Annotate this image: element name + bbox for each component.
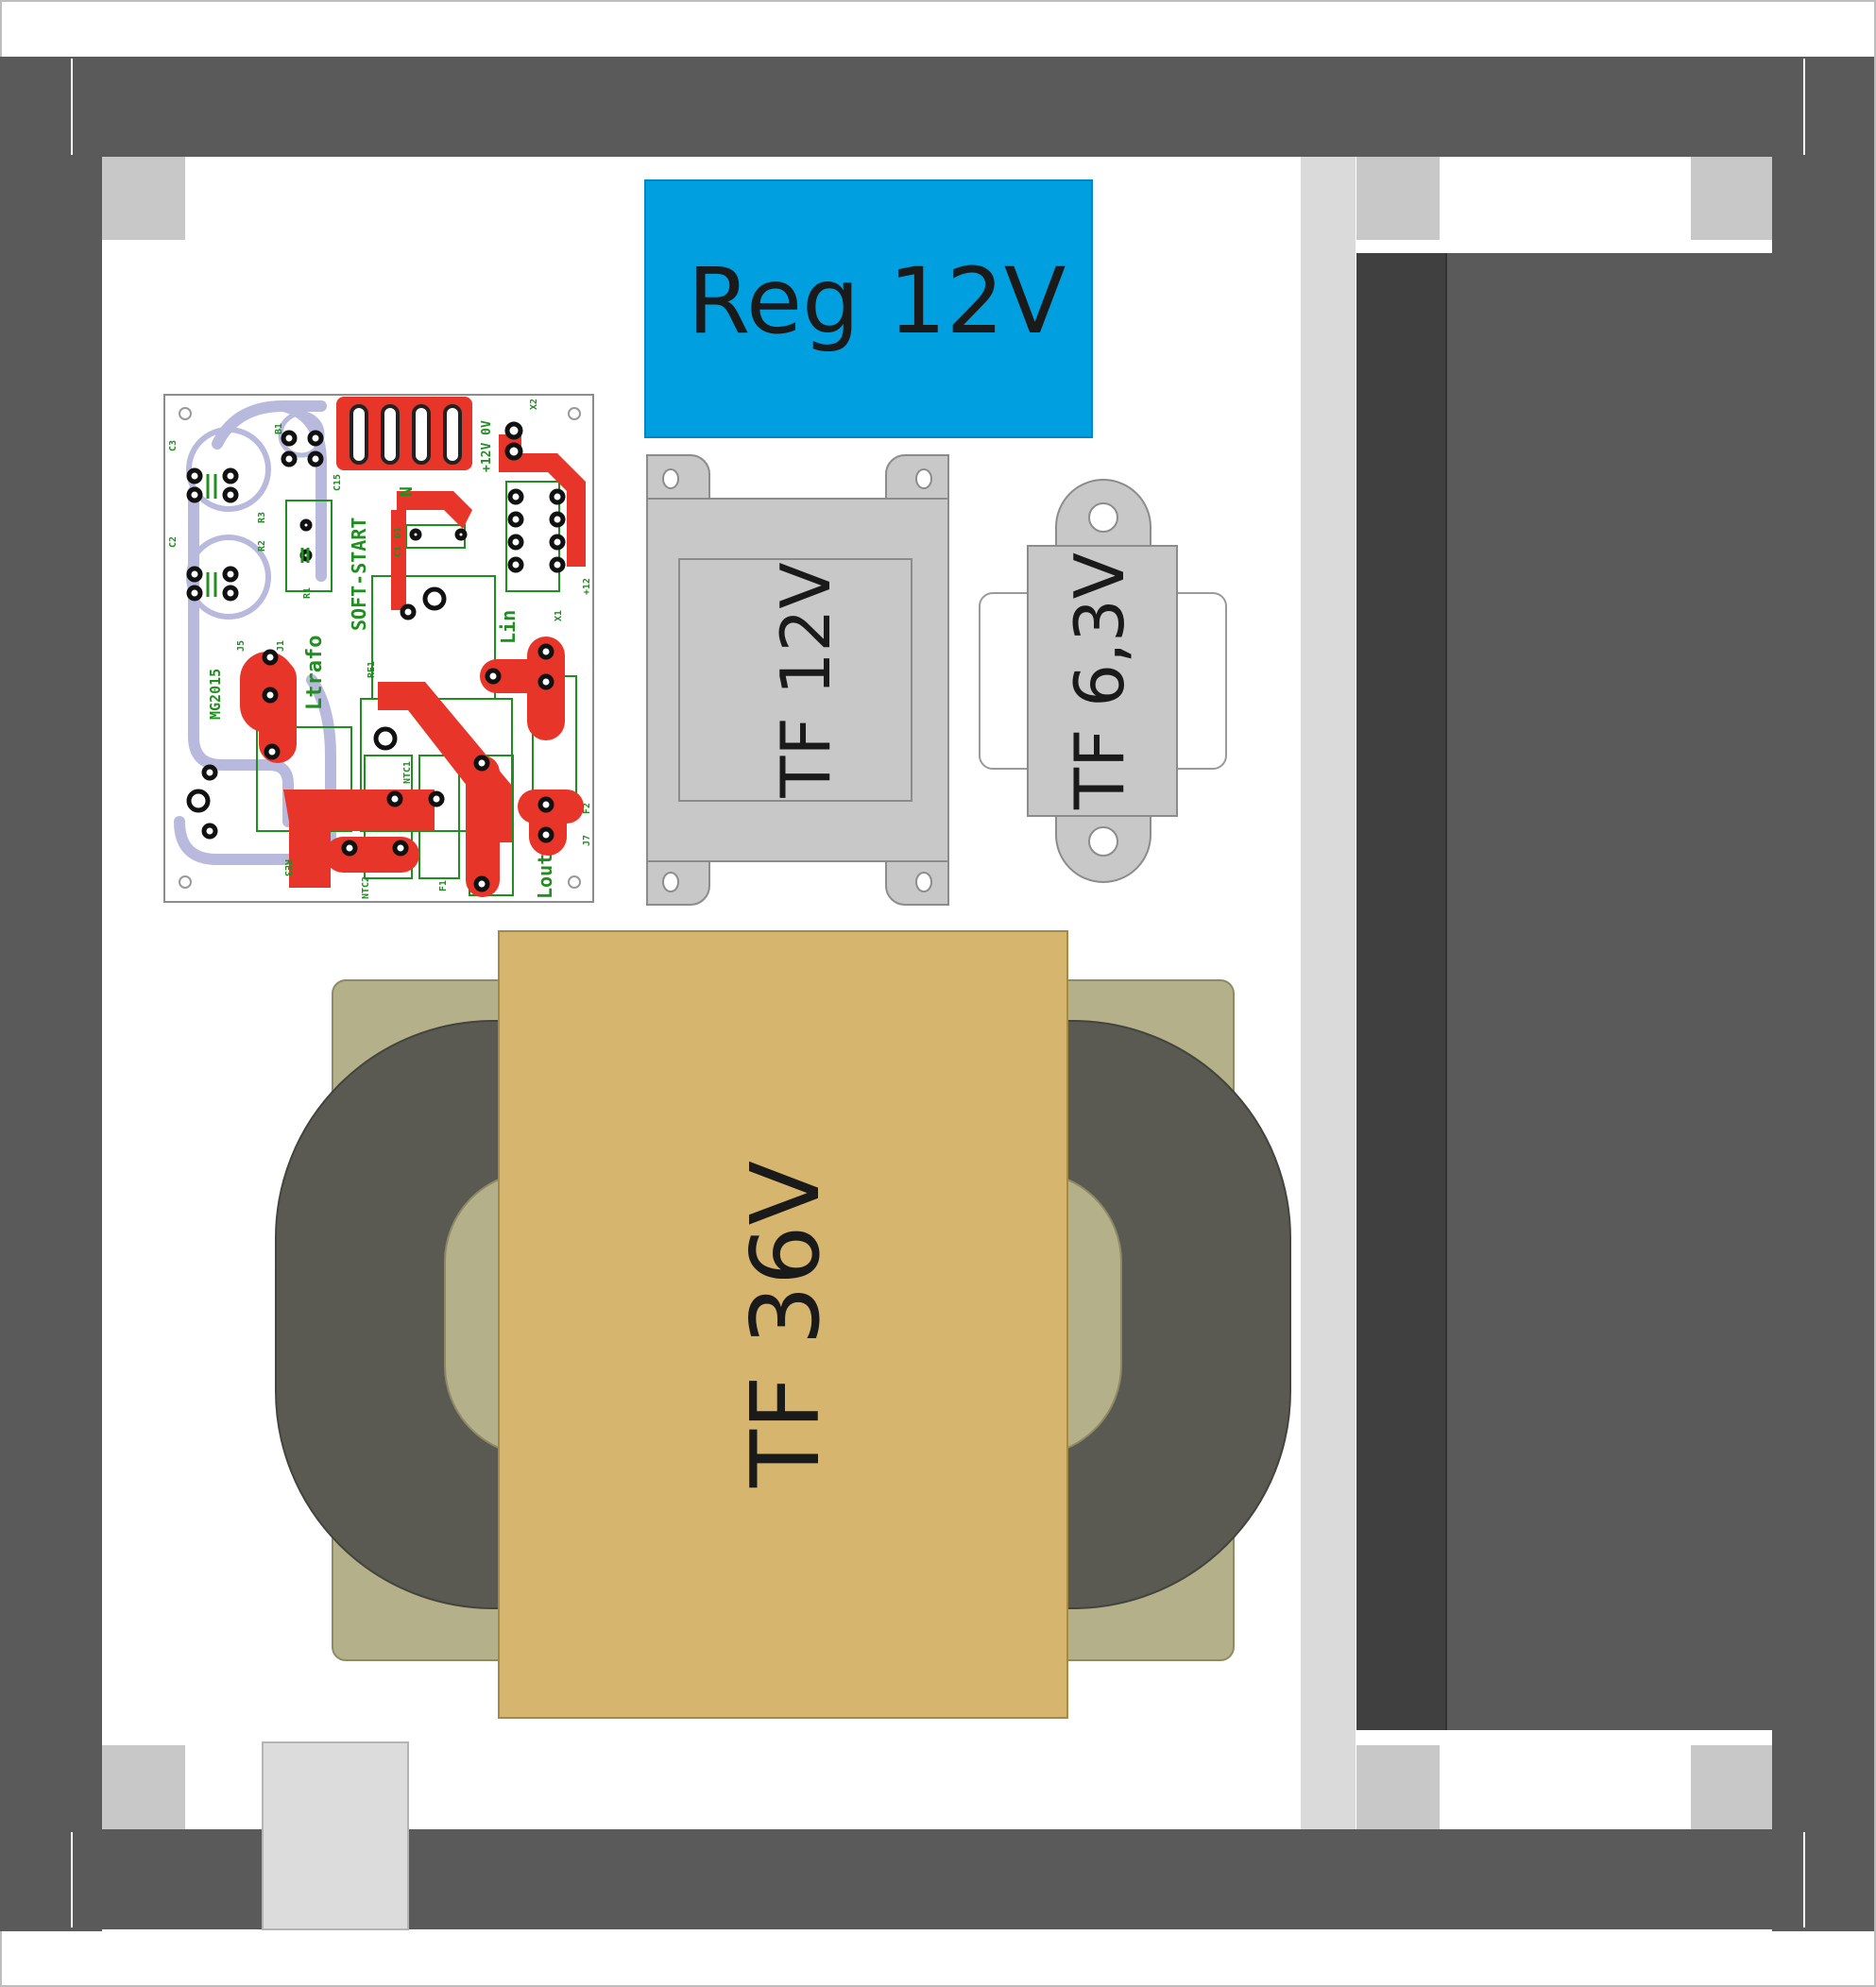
pcb-title: SOFT-START <box>348 518 370 631</box>
corner-post-bottom-left <box>102 1745 185 1829</box>
soft-start-pcb: SOFT-START Ltrafo MG2015 Lin Lout N +12V… <box>163 394 594 903</box>
tf63-body <box>1027 545 1178 817</box>
pcb-re1-label: RE1 <box>367 661 377 678</box>
transformer-12v: TF 12V <box>646 454 949 906</box>
power-inlet-block <box>262 1741 409 1930</box>
tf12-label: TF 12V <box>766 562 845 798</box>
pcb-r2-label: R2 <box>257 540 267 552</box>
tf36-top-plate <box>498 930 1068 1719</box>
chassis-right-wall <box>1772 57 1874 1931</box>
pcb-r3-label: R3 <box>257 512 267 523</box>
corner-posts <box>102 157 1772 1829</box>
heatsink-base <box>1356 253 1446 1730</box>
tf12-winding-window <box>678 558 912 802</box>
tf63-label: TF 6,3V <box>1060 552 1139 810</box>
pcb-f2-label: F2 <box>582 803 592 814</box>
transformer-36v: TF 36V <box>275 930 1291 1719</box>
regulator-module: Reg 12V <box>644 179 1093 438</box>
pcb-n-label: N <box>397 486 417 497</box>
pcb-cap-markings <box>206 474 310 597</box>
divider-bar <box>1301 157 1356 1829</box>
pcb-c15-label: C15 <box>333 474 343 491</box>
pcb-j1-label: J1 <box>276 640 286 652</box>
pcb-j5-label: J5 <box>236 640 247 652</box>
pcb-d1-label: D1 <box>393 527 403 538</box>
pcb-c2-label: C2 <box>168 536 179 548</box>
pcb-mg-label: MG2015 <box>207 669 224 720</box>
corner-post-top-right <box>1691 157 1772 240</box>
pcb-power-label: +12V 0V <box>480 420 494 472</box>
chassis-top-rail <box>68 57 1808 157</box>
pcb-ntc2-label: NTC2 <box>361 876 371 899</box>
corner-post-bottom-right <box>1691 1745 1772 1829</box>
pcb-lout-label: Lout <box>534 854 556 899</box>
pcb-ground-traces <box>174 400 336 865</box>
pcb-relay-pins <box>350 404 462 465</box>
chassis-left-wall <box>0 57 102 1931</box>
corner-post-top-mid <box>1356 157 1440 240</box>
heatsink <box>1356 253 1772 1730</box>
pcb-copper <box>240 397 586 897</box>
pcb-f1-label: F1 <box>438 880 449 892</box>
heatsink-fins <box>1446 253 1772 1730</box>
tf36-label: TF 36V <box>730 1161 841 1488</box>
corner-post-top-left <box>102 157 185 240</box>
pcb-c1-label: C1 <box>393 546 403 557</box>
pcb-ltrafo-label: Ltrafo <box>303 636 327 710</box>
pcb-x2-label: X2 <box>529 399 539 410</box>
regulator-board <box>644 179 1093 438</box>
pcb-ntc1-label: NTC1 <box>402 761 413 784</box>
pcb-re3-label: RE3 <box>282 859 293 876</box>
pcb-x1-label: X1 <box>554 610 564 621</box>
corner-post-bottom-mid <box>1356 1745 1440 1829</box>
pcb-c3-label: C3 <box>168 440 179 451</box>
pcb-pads <box>186 421 566 892</box>
pcb-j7-label: J7 <box>582 835 592 846</box>
pcb-r1-label: R1 <box>302 587 313 599</box>
pcb-plus12-label: +12 <box>582 578 592 595</box>
pcb-b1-label: B1 <box>274 423 284 434</box>
regulator-label: Reg 12V <box>688 248 1066 354</box>
transformer-6v3: TF 6,3V <box>979 479 1227 883</box>
pcb-lin-label: Lin <box>497 610 520 644</box>
